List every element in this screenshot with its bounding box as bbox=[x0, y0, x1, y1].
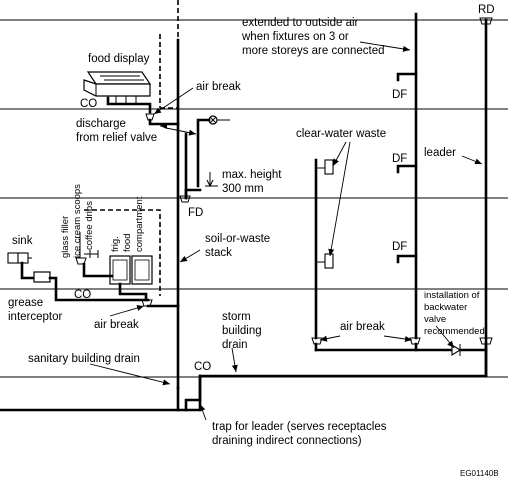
label-fd: FD bbox=[188, 207, 203, 219]
label-storm-3: drain bbox=[222, 339, 248, 351]
fixture-branch-drain bbox=[48, 276, 150, 302]
frig-food-compartment bbox=[109, 255, 153, 285]
label-ice-cream: ice cream scoops bbox=[72, 184, 83, 258]
label-backwater-4: recommended bbox=[424, 326, 485, 337]
food-display-drain bbox=[106, 96, 152, 114]
label-grease-2: interceptor bbox=[8, 311, 63, 323]
label-discharge-1: discharge bbox=[76, 118, 126, 130]
label-compartment: compartment bbox=[134, 196, 145, 252]
label-backwater-3: valve bbox=[424, 314, 446, 325]
label-air-break-right: air break bbox=[340, 321, 385, 333]
label-extended-3: more storeys are connected bbox=[242, 45, 385, 57]
label-storm-1: storm bbox=[222, 311, 251, 323]
label-leader: leader bbox=[424, 147, 456, 159]
leader-arrows bbox=[89, 41, 483, 421]
vent-dashed-loop bbox=[159, 34, 178, 109]
label-max-height-1: max. height bbox=[222, 169, 282, 181]
label-discharge-2: from relief valve bbox=[76, 132, 157, 144]
trap-for-leader bbox=[184, 374, 202, 412]
air-break-top-funnel bbox=[145, 113, 155, 121]
label-df-1: DF bbox=[392, 89, 407, 101]
label-co-top: CO bbox=[80, 98, 97, 110]
label-frig: frig. bbox=[110, 236, 121, 252]
backwater-valve bbox=[451, 344, 462, 356]
label-extended-1: extended to outside air bbox=[242, 17, 359, 29]
bar-fixtures bbox=[75, 232, 99, 265]
figure-code: EG01140B bbox=[460, 469, 499, 478]
food-display-fixture bbox=[83, 71, 152, 97]
label-df-3: DF bbox=[392, 241, 407, 253]
label-soil-2: stack bbox=[205, 247, 232, 259]
label-food-display: food display bbox=[88, 53, 150, 65]
label-air-break-top: air break bbox=[196, 81, 241, 93]
clear-water-waste-receptors bbox=[324, 159, 334, 269]
label-co-mid: CO bbox=[74, 289, 91, 301]
sink-fixture bbox=[7, 252, 32, 264]
label-clear-water-waste: clear-water waste bbox=[296, 128, 386, 140]
label-sink: sink bbox=[12, 235, 33, 247]
label-backwater-1: installation of bbox=[424, 290, 480, 301]
label-sanitary: sanitary building drain bbox=[28, 353, 140, 365]
label-glass-filler: glass filler bbox=[60, 216, 71, 258]
label-coffee-drips: coffee drips bbox=[84, 201, 95, 250]
label-trap-2: draining indirect connections) bbox=[212, 435, 362, 447]
label-df-2: DF bbox=[392, 153, 407, 165]
label-food: food bbox=[122, 234, 133, 253]
roof-drain-rd bbox=[479, 17, 493, 25]
grease-interceptor-box bbox=[33, 271, 51, 283]
label-backwater-2: backwater bbox=[424, 302, 467, 313]
relief-valve-discharge bbox=[196, 115, 230, 188]
sanitary-drain-pipe bbox=[0, 386, 180, 412]
label-soil-1: soil-or-waste bbox=[205, 233, 270, 245]
label-extended-2: when fixtures on 3 or bbox=[241, 31, 349, 43]
max-height-dimension bbox=[184, 172, 218, 200]
label-rd: RD bbox=[478, 4, 495, 16]
label-storm-2: building bbox=[222, 325, 262, 337]
label-grease-1: grease bbox=[8, 297, 43, 309]
label-air-break-mid: air break bbox=[94, 319, 139, 331]
label-max-height-2: 300 mm bbox=[222, 183, 264, 195]
label-co-bottom: CO bbox=[194, 361, 211, 373]
label-trap-1: trap for leader (serves receptacles bbox=[212, 421, 387, 433]
storm-drain-pipe bbox=[176, 374, 488, 412]
